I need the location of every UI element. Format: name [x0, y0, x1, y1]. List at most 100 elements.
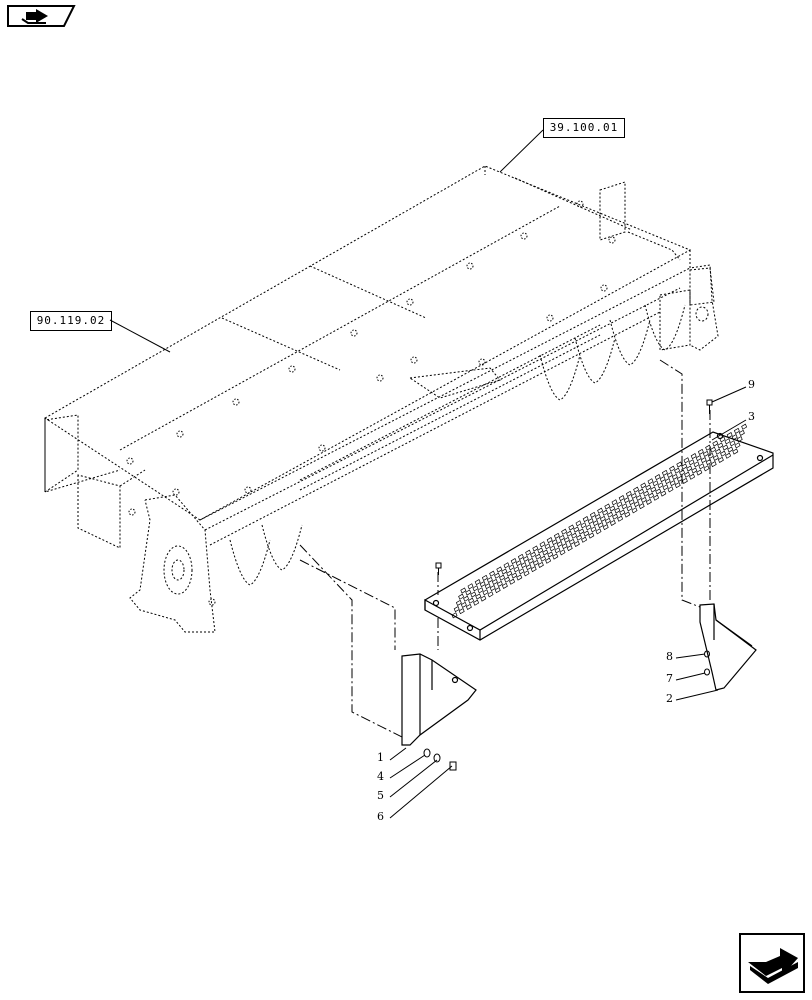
- perforation-hole: [624, 511, 631, 518]
- perforation-hole: [544, 543, 551, 550]
- perforation-hole: [633, 486, 640, 493]
- perforation-hole: [480, 595, 487, 602]
- perforation-hole: [576, 534, 583, 541]
- perforation-hole: [597, 522, 604, 529]
- perforation-hole: [551, 539, 558, 546]
- perforation-hole: [626, 505, 633, 512]
- perforation-hole: [474, 579, 481, 586]
- perforation-hole: [705, 444, 712, 451]
- perforation-hole: [522, 555, 529, 562]
- perforation-hole: [499, 574, 506, 581]
- perforation-hole: [667, 486, 674, 493]
- perforation-hole: [733, 427, 740, 434]
- perforation-hole: [588, 532, 595, 539]
- previous-page-icon[interactable]: [6, 4, 76, 28]
- perforation-hole: [594, 513, 601, 520]
- perforation-hole: [592, 520, 599, 527]
- perforation-hole: [530, 551, 537, 558]
- perforation-hole: [513, 566, 520, 573]
- perforation-hole: [612, 513, 619, 520]
- perforation-hole: [703, 465, 710, 472]
- perforation-hole: [683, 457, 690, 464]
- perforation-hole: [553, 532, 560, 539]
- callout-2: 2: [666, 692, 673, 705]
- perforation-hole: [607, 511, 614, 518]
- callout-9: 9: [748, 378, 755, 391]
- callout-7: 7: [666, 672, 673, 685]
- perforation-hole: [697, 448, 704, 455]
- perforation-hole: [494, 587, 501, 594]
- perforation-hole: [506, 570, 513, 577]
- perforation-hole: [511, 572, 518, 579]
- perforation-hole: [482, 589, 489, 596]
- perforation-hole: [509, 578, 516, 585]
- perforation-hole: [609, 505, 616, 512]
- callout-4: 4: [377, 770, 384, 783]
- perforation-hole: [693, 461, 700, 468]
- perforation-hole: [681, 463, 688, 470]
- perforation-hole: [717, 442, 724, 449]
- perforation-hole: [561, 528, 568, 535]
- perforation-hole: [501, 568, 508, 575]
- perforation-hole: [619, 509, 626, 516]
- perforation-hole: [676, 475, 683, 482]
- perforation-hole: [604, 503, 611, 510]
- step-plate: [424, 431, 774, 641]
- perforation-hole: [623, 497, 630, 504]
- perforation-hole: [573, 526, 580, 533]
- reference-label-top[interactable]: 39.100.01: [543, 118, 625, 138]
- perforation-hole: [671, 473, 678, 480]
- perforation-hole: [532, 545, 539, 552]
- perforation-hole: [479, 581, 486, 588]
- perforation-hole: [700, 457, 707, 464]
- perforation-hole: [568, 538, 575, 545]
- perforation-hole: [467, 583, 474, 590]
- perforation-hole: [640, 482, 647, 489]
- perforation-hole: [652, 480, 659, 487]
- perforation-hole: [530, 566, 537, 573]
- perforation-hole: [465, 603, 472, 610]
- hardware: [423, 399, 713, 771]
- leader-ref-top: [499, 129, 544, 173]
- perforation-hole: [477, 587, 484, 594]
- next-page-icon[interactable]: [738, 932, 806, 994]
- perforation-hole: [458, 593, 465, 600]
- perforation-hole: [712, 454, 719, 461]
- perforation-hole: [595, 528, 602, 535]
- perforation-hole: [525, 549, 532, 556]
- perforation-hole: [523, 570, 530, 577]
- perforation-hole: [475, 593, 482, 600]
- perforation-hole: [489, 585, 496, 592]
- perforation-hole: [734, 442, 741, 449]
- perforation-hole: [460, 587, 467, 594]
- perforation-hole: [580, 522, 587, 529]
- perforation-hole: [731, 434, 738, 441]
- reference-label-left[interactable]: 90.119.02: [30, 311, 112, 331]
- perforation-hole: [458, 608, 465, 615]
- callout-5: 5: [377, 789, 384, 802]
- perforation-hole: [491, 578, 498, 585]
- perforation-hole: [712, 440, 719, 447]
- perforation-hole: [631, 507, 638, 514]
- perforation-hole: [726, 432, 733, 439]
- perforation-hole: [561, 543, 568, 550]
- perforation-hole: [573, 540, 580, 547]
- perforation-hole: [720, 450, 727, 457]
- perforation-hole: [722, 444, 729, 451]
- perforation-hole: [481, 574, 488, 581]
- perforation-hole: [679, 469, 686, 476]
- perforation-hole: [660, 490, 667, 497]
- perforation-hole: [520, 562, 527, 569]
- perforation-hole: [496, 566, 503, 573]
- perforation-hole: [657, 482, 664, 489]
- perforation-hole: [736, 436, 743, 443]
- perforation-hole: [566, 530, 573, 537]
- perforation-hole: [661, 469, 668, 476]
- perforation-hole: [710, 446, 717, 453]
- perforation-hole: [556, 541, 563, 548]
- perforation-hole: [537, 547, 544, 554]
- perforation-hole: [559, 549, 566, 556]
- callout-3: 3: [748, 410, 755, 423]
- perforation-hole: [540, 555, 547, 562]
- perforation-hole: [621, 503, 628, 510]
